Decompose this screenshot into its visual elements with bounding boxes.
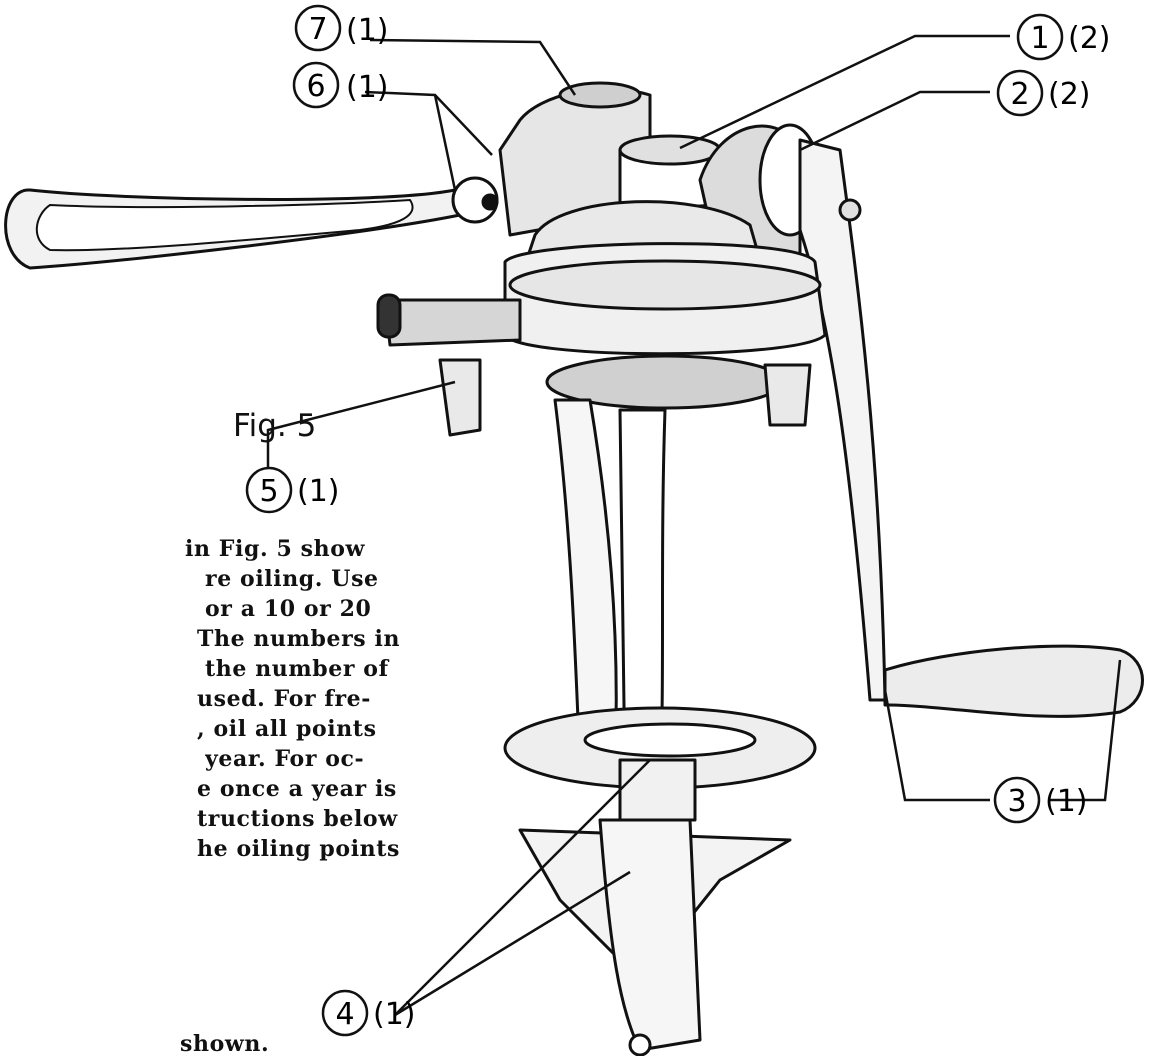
right-screw [763, 363, 812, 427]
center-hub-top [618, 134, 722, 166]
main-disk-rim [508, 259, 822, 311]
callout-5-circle [245, 466, 293, 514]
body-line-2: re oiling. Use [205, 566, 379, 592]
left-screw [438, 358, 482, 437]
crank-screw [838, 198, 862, 222]
callout-2-circle [996, 69, 1044, 117]
leader-5 [266, 380, 456, 475]
leader-7 [369, 38, 577, 96]
callout-1: 1 (2) [1016, 13, 1111, 61]
callout-7-count: (1) [346, 13, 389, 48]
callout-4: 4 (1) [321, 989, 416, 1037]
leader-4b [394, 870, 631, 1017]
callout-5: 5 (1) [245, 466, 340, 514]
body-line-5: the number of [205, 656, 389, 682]
body-line-4: The numbers in [197, 626, 401, 652]
leader-6b [433, 94, 457, 191]
callout-4-count: (1) [373, 997, 416, 1032]
leader-3 [883, 689, 990, 802]
left-arm-plate [383, 298, 522, 347]
leader-lines [266, 34, 1122, 1017]
body-line-12: shown. [180, 1031, 270, 1057]
lower-dish-inner [583, 722, 757, 758]
leader-1 [679, 34, 1010, 150]
callout-4-circle [321, 989, 369, 1037]
body-line-9: e once a year is [197, 776, 397, 802]
body-line-6: used. For fre- [197, 686, 372, 712]
spindle [618, 758, 697, 822]
callout-2-count: (2) [1048, 77, 1091, 112]
callout-1-circle [1016, 13, 1064, 61]
body-line-7: , oil all points [197, 716, 377, 742]
clamp-screw-end [628, 1033, 652, 1056]
leader-3b [1050, 659, 1122, 802]
callout-6-number: 6 [306, 69, 325, 104]
callout-6: 6 (1) [292, 61, 389, 109]
left-knob [376, 293, 402, 339]
callout-3-number: 3 [1007, 784, 1026, 819]
lever-handle-slot [35, 199, 414, 252]
callout-3-circle [993, 776, 1041, 824]
callout-2-number: 2 [1010, 77, 1029, 112]
leader-4a [394, 759, 651, 1016]
body-line-11: he oiling points [197, 836, 400, 862]
leader-2 [799, 90, 990, 152]
figure-label: Fig. 5 [233, 408, 317, 444]
callout-5-count: (1) [297, 474, 340, 509]
callout-5-number: 5 [259, 474, 278, 509]
callout-7-circle [294, 4, 342, 52]
body-line-10: tructions below [197, 806, 398, 832]
callout-6-circle [292, 61, 340, 109]
lever-pivot-hole [481, 193, 499, 211]
callout-7: 7 (1) [294, 4, 389, 52]
callout-3: 3 (1) [993, 776, 1088, 824]
callout-1-count: (2) [1068, 21, 1111, 56]
callout-3-count: (1) [1045, 784, 1088, 819]
crank-knob [883, 644, 1144, 718]
callout-2: 2 (2) [996, 69, 1091, 117]
top-oil-hole [558, 81, 642, 109]
machine-illustration [4, 81, 1144, 1056]
crank-arm [798, 138, 887, 702]
callout-4-number: 4 [335, 997, 354, 1032]
body-line-3: or a 10 or 20 [205, 596, 372, 622]
body-line-1: in Fig. 5 show [185, 536, 366, 562]
callout-7-number: 7 [308, 12, 327, 47]
callout-1-number: 1 [1030, 21, 1049, 56]
callout-6-count: (1) [346, 70, 389, 105]
body-line-8: year. For oc- [205, 746, 365, 772]
